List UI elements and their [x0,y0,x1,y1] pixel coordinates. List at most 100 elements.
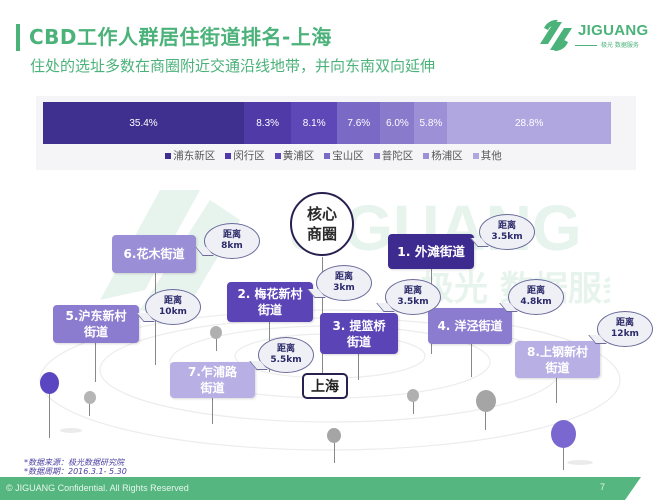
legend-item-baoshan: 宝山区 [324,148,364,163]
bar-segment-minhang: 8.3% [244,102,292,144]
distance-label: 距离 [615,318,634,328]
pin-stem [334,443,335,463]
street-name: 3. 提篮桥 [332,318,386,333]
distance-bubble-3: 距离 3.5km [385,279,441,315]
legend-label: 黄浦区 [282,150,315,162]
legend-label: 普陀区 [381,150,414,162]
street-name: 6.花木街道 [123,247,185,261]
bar-segment-yangpu: 5.8% [414,102,448,144]
street-box-8: 8.上钢新村 街道 [515,341,600,378]
jiguang-logo-icon [540,19,572,52]
data-source-note: *数据来源：极光数据研究院 *数据周期：2016.3.1- 5.30 [24,458,127,476]
street-box-7: 7.乍浦路 街道 [170,362,255,398]
street-box-3: 3. 提篮桥 街道 [320,313,398,354]
footer-copyright: © JIGUANG Confidential. All Rights Reser… [6,483,189,493]
stem-8 [556,378,557,403]
distance-value: 8km [221,241,243,251]
distance-bubble-6: 距离 8km [204,223,260,259]
legend-swatch [225,152,232,159]
legend-swatch [423,152,430,159]
distance-label: 距离 [403,286,422,296]
distance-label: 距离 [163,296,182,306]
pin-gray [210,326,222,339]
logo-tagline: 极光 数据服务 [601,42,639,49]
distance-bubble-7: 距离 5.5km [258,337,314,373]
street-name: 1. 外滩街道 [397,243,465,259]
legend-label: 浦东新区 [173,150,216,162]
logo-divider [575,45,597,46]
pin-gray [476,390,496,412]
bar-segment-other: 28.8% [447,102,611,144]
street-name: 7.乍浦路 [188,365,237,379]
source-line: *数据来源：极光数据研究院 [24,458,124,467]
legend-swatch [472,152,479,159]
legend-swatch [165,152,172,159]
legend-label: 宝山区 [332,150,364,162]
distance-bubble-8: 距离 12km [597,311,653,347]
distance-bubble-4: 距离 4.8km [508,279,564,315]
pin-purple [551,420,576,448]
legend-swatch [373,152,380,159]
bar-segment-huangpu: 8.1% [291,102,338,144]
pin-stem [216,339,217,351]
pin-stem [413,402,414,414]
distance-value: 5.5km [270,355,302,365]
legend-swatch [274,152,281,159]
pin-stem [89,404,90,416]
period-line: *数据周期：2016.3.1- 5.30 [24,467,127,476]
street-box-1: 1. 外滩街道 [388,234,474,269]
pin-shadow [567,460,593,465]
legend-item-yangpu: 杨浦区 [423,148,463,163]
legend-label: 杨浦区 [431,150,463,162]
legend-item-minhang: 闵行区 [225,148,265,163]
pin-purple [40,372,59,394]
distance-label: 距离 [276,344,295,354]
street-name-suffix: 街道 [346,334,371,349]
pin-stem [485,412,486,430]
stem-7 [212,398,213,424]
legend-label: 闵行区 [233,150,265,162]
legend-item-pudong: 浦东新区 [165,148,215,163]
bar-segment-pudong: 35.4% [43,102,245,144]
pin-gray [84,391,96,404]
distance-label: 距离 [334,272,353,282]
stacked-bar: 35.4% 8.3% 8.1% 7.6% 6.0% 5.8% 28.8% [43,102,611,144]
distance-value: 3.5km [397,297,429,307]
pin-shadow [60,428,82,433]
distance-value: 3km [333,283,355,293]
legend-swatch [324,152,331,159]
stem-4 [471,342,472,377]
street-name-suffix: 街道 [83,325,108,339]
street-name: 8.上钢新村 [527,344,588,359]
street-box-6: 6.花木街道 [112,235,196,273]
legend-item-putuo: 普陀区 [373,148,414,163]
distance-value: 12km [611,329,639,339]
street-name: 5.沪东新村 [65,309,127,323]
city-label-shanghai: 上海 [302,373,348,399]
street-name: 4. 洋泾街道 [437,319,503,333]
core-business-circle: 核心 商圈 [290,192,354,256]
core-label-line2: 商圈 [306,225,337,243]
distance-value: 4.8km [520,297,552,307]
distance-value: 10km [159,307,187,317]
page-subtitle: 住处的选址多数在商圈附近交通沿线地带，并向东南双向延伸 [30,57,436,75]
legend-item-huangpu: 黄浦区 [274,148,315,163]
street-name-suffix: 街道 [257,303,282,317]
legend-label: 其他 [480,150,502,162]
pin-stem [49,394,50,438]
page-number: 7 [600,482,606,492]
stem-3 [358,354,359,380]
legend-item-other: 其他 [472,148,502,163]
stem-5 [95,342,96,382]
bar-segment-baoshan: 7.6% [337,102,381,144]
street-name-suffix: 街道 [200,381,225,395]
distance-bubble-2: 距离 3km [316,265,372,301]
street-box-2: 2. 梅花新村 街道 [227,282,313,322]
street-box-5: 5.沪东新村 街道 [53,305,139,343]
distance-bubble-1: 距离 3.5km [479,214,535,250]
distance-bubble-5: 距离 10km [145,289,201,325]
chart-legend: 浦东新区 闵行区 黄浦区 宝山区 普陀区 杨浦区 其他 [0,148,667,163]
title-accent-bar [16,24,20,51]
page-title: CBD工作人群居住街道排名-上海 [29,25,332,49]
pin-gray [327,428,341,443]
